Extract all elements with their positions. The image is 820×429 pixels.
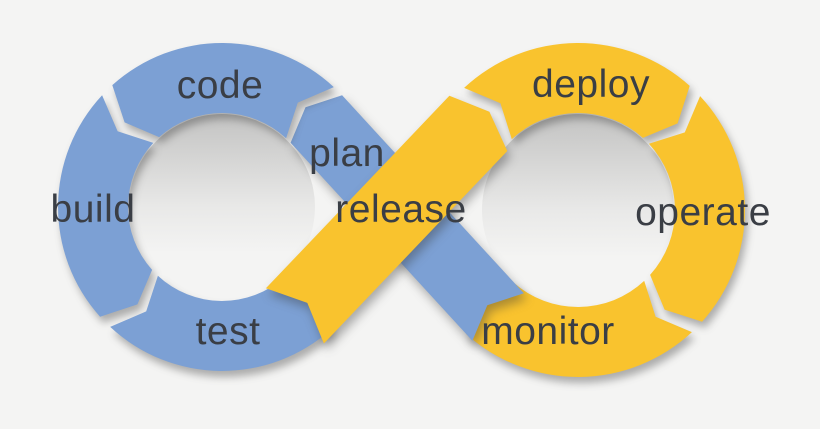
segment-code [112, 43, 334, 139]
label-operate: operate [635, 191, 771, 234]
segment-build [58, 95, 154, 317]
segment-operate [648, 96, 745, 322]
ribbon-release [265, 95, 508, 344]
segment-deploy [464, 43, 690, 140]
segment-test [110, 275, 332, 371]
segment-monitor [466, 280, 692, 377]
label-build: build [51, 188, 136, 231]
left-loop-inner-shadow [129, 114, 315, 300]
label-plan: plan [309, 132, 385, 175]
label-monitor: monitor [481, 310, 615, 353]
label-deploy: deploy [532, 63, 650, 106]
right-loop-inner-shadow [482, 114, 674, 306]
label-test: test [196, 310, 261, 353]
label-release: release [335, 188, 466, 231]
label-code: code [177, 64, 264, 107]
